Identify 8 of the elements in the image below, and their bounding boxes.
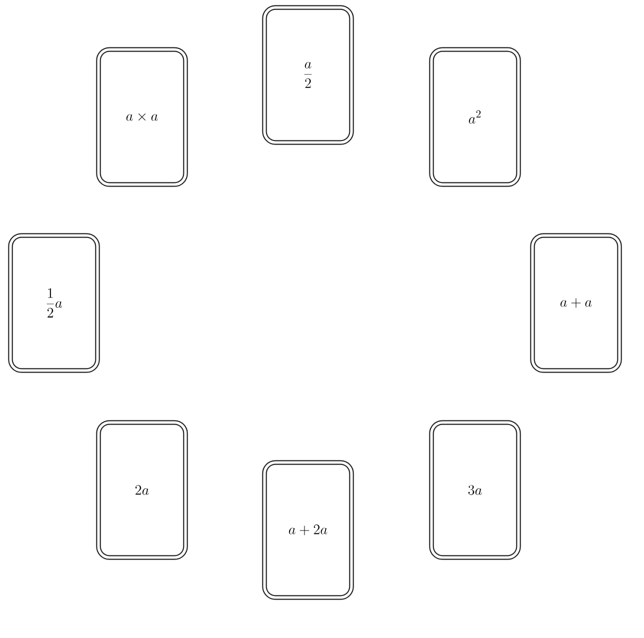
- card: $2a$: [96, 420, 188, 560]
- card: $a \times a$: [96, 47, 188, 187]
- card: $a^{2}$: [429, 47, 521, 187]
- card: $3a$: [429, 420, 521, 560]
- card: $a + 2a$: [262, 460, 354, 600]
- card: $a + a$: [530, 233, 622, 373]
- card: $\frac{1}{2}a$: [8, 233, 100, 373]
- card: $\frac{a}{2}$: [262, 5, 354, 145]
